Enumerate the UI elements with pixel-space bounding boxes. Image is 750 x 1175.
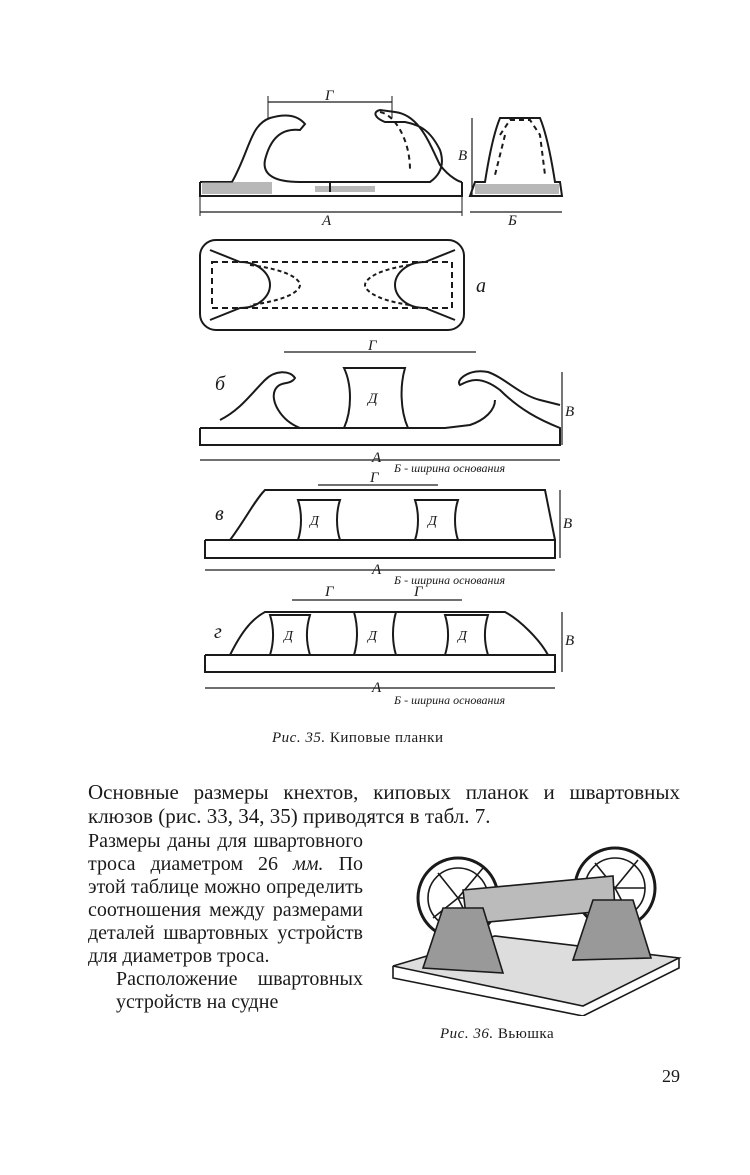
side-text: Размеры даны для швартовного троса диаме… xyxy=(88,830,363,1014)
dim-d-label-v2: Д xyxy=(426,514,438,529)
dim-d-label-v1: Д xyxy=(308,514,320,529)
dim-v-label-b: В xyxy=(565,404,574,420)
figure-35: Г А В Б а xyxy=(199,88,574,707)
fairlead-end-view xyxy=(468,117,564,213)
dim-d-label-g1: Д xyxy=(282,629,294,644)
figure-35-caption-text: Киповые планки xyxy=(329,730,444,746)
dim-v-label-g: В xyxy=(565,633,574,649)
sub-g-label: г xyxy=(214,621,222,643)
figure-36-caption-text: Вьюшка xyxy=(497,1026,555,1042)
dim-d-label-b: Д xyxy=(366,391,379,407)
dim-a-label-b: А xyxy=(371,450,382,466)
fairlead-variant-v xyxy=(204,484,561,571)
paragraph-sizes: Размеры даны для швартовного троса диаме… xyxy=(88,830,363,968)
para-part1: Размеры даны для швартовного троса диаме… xyxy=(88,830,363,875)
page-number: 29 xyxy=(662,1066,680,1086)
figure-36-caption: Рис. 36. Вьюшка xyxy=(440,1026,554,1043)
figure-35-caption: Рис. 35. Киповые планки xyxy=(272,730,443,747)
dim-v-label-top: В xyxy=(458,148,467,164)
figure-36-caption-prefix: Рис. 36. xyxy=(440,1026,494,1042)
dim-g-label-g2: Г xyxy=(413,584,424,600)
figure-36 xyxy=(383,838,683,1016)
dim-b-label: Б xyxy=(507,213,517,229)
base-width-note-g: Б - ширина основания xyxy=(393,693,505,707)
sub-a-label: а xyxy=(476,275,486,297)
dim-d-label-g3: Д xyxy=(456,629,468,644)
intro-paragraph: Основные размеры кнехтов, киповых планок… xyxy=(88,780,680,828)
dim-g-label-b: Г xyxy=(367,338,378,354)
dim-g-label: Г xyxy=(324,88,335,104)
dim-g-label-v: Г xyxy=(369,470,380,486)
dim-a-label-g: А xyxy=(371,680,382,696)
dim-g-label-g1: Г xyxy=(324,584,335,600)
fairlead-side-view xyxy=(199,96,463,216)
figure-35-drawing: Г А В Б а xyxy=(199,88,574,707)
dim-v-label-v: В xyxy=(563,516,572,532)
dim-a-label: А xyxy=(321,213,332,229)
fairlead-variant-g xyxy=(204,599,563,689)
fairlead-plan-view xyxy=(199,239,465,331)
figure-35-caption-prefix: Рис. 35. xyxy=(272,730,326,746)
base-width-note-v: Б - ширина основания xyxy=(393,573,505,587)
fairlead-variant-b xyxy=(199,351,563,461)
base-width-note-b: Б - ширина основания xyxy=(393,461,505,475)
dim-a-label-v: А xyxy=(371,562,382,578)
para-part2: По этой таблице можно определить соотнош… xyxy=(88,853,364,967)
sub-v-label: в xyxy=(215,503,224,525)
sub-b-label: б xyxy=(215,373,226,395)
reel-drawing xyxy=(392,846,682,1016)
dim-d-label-g2: Д xyxy=(366,629,378,644)
paragraph-arrangement: Расположение швартовных устройств на суд… xyxy=(116,968,363,1013)
para-unit: мм. xyxy=(293,853,324,875)
